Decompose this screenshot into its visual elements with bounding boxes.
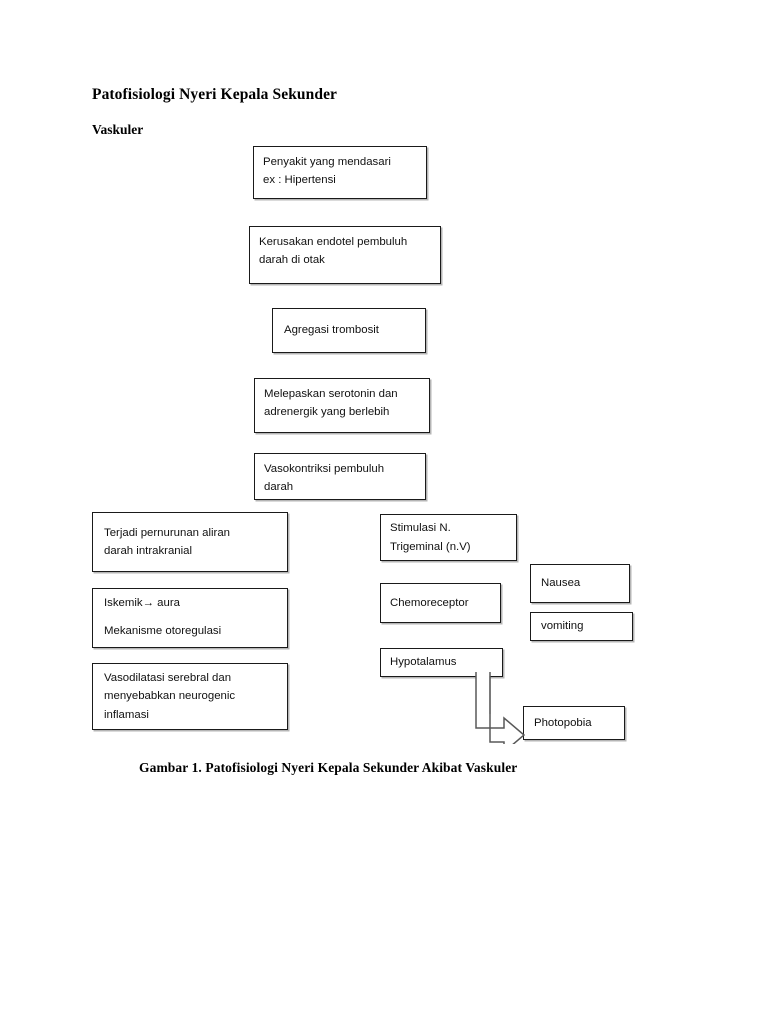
connector-hypotalamus-to-photopobia [468, 672, 530, 744]
node-line: Mekanisme otoregulasi [104, 625, 222, 637]
node-line: Kerusakan endotel pembuluh [259, 236, 408, 248]
flow-node-vasokontriksi: Vasokontriksi pembuluh darah [254, 453, 426, 500]
node-line: Agregasi trombosit [284, 324, 379, 337]
flow-node-vomiting: vomiting [530, 612, 633, 641]
flow-node-hypotalamus: Hypotalamus [380, 648, 503, 677]
flow-node-photopobia: Photopobia [523, 706, 625, 740]
node-line: Iskemik→ aura [104, 597, 180, 610]
node-line: darah intrakranial [104, 545, 193, 557]
flow-node-penurunan-aliran-darah: Terjadi pernurunan aliran darah intrakra… [92, 512, 288, 572]
figure-caption: Gambar 1. Patofisiologi Nyeri Kepala Sek… [139, 760, 518, 775]
node-line: Melepaskan serotonin dan [264, 388, 398, 400]
flow-node-penyakit-mendasari: Penyakit yang mendasari ex : Hipertensi [253, 146, 427, 199]
node-line: Photopobia [534, 716, 592, 729]
flow-node-nausea: Nausea [530, 564, 630, 603]
node-line: menyebabkan neurogenic [104, 690, 236, 703]
section-label-vaskuler: Vaskuler [92, 122, 144, 137]
flow-node-chemoreceptor: Chemoreceptor [380, 583, 501, 623]
node-line: Chemoreceptor [390, 596, 469, 609]
node-line: Vasodilatasi serebral dan [104, 671, 232, 684]
flow-node-melepaskan-serotonin: Melepaskan serotonin dan adrenergik yang… [254, 378, 430, 433]
page-title: Patofisiologi Nyeri Kepala Sekunder [92, 86, 338, 103]
flow-node-stimulasi-trigeminal: Stimulasi N. Trigeminal (n.V) [380, 514, 517, 561]
flow-node-kerusakan-endotel: Kerusakan endotel pembuluh darah di otak [249, 226, 441, 284]
flow-node-iskemik-aura: Iskemik→ aura Mekanisme otoregulasi [92, 588, 288, 648]
node-line: Terjadi pernurunan aliran [104, 526, 231, 539]
node-line: adrenergik yang berlebih [264, 406, 390, 419]
node-line: vomiting [541, 620, 584, 633]
node-line: ex : Hipertensi [263, 174, 336, 187]
flow-node-vasodilatasi-serebral: Vasodilatasi serebral dan menyebabkan ne… [92, 663, 288, 730]
node-line: Trigeminal (n.V) [390, 540, 471, 553]
flow-node-agregasi-trombosit: Agregasi trombosit [272, 308, 426, 353]
node-line: Vasokontriksi pembuluh [264, 463, 385, 475]
node-line: Hypotalamus [390, 656, 457, 669]
node-line: Nausea [541, 577, 581, 590]
node-line: Stimulasi N. [390, 522, 451, 535]
node-line: Penyakit yang mendasari [263, 156, 391, 168]
node-line: inflamasi [104, 708, 149, 721]
node-line: darah [264, 481, 294, 494]
node-line: darah di otak [259, 254, 325, 267]
